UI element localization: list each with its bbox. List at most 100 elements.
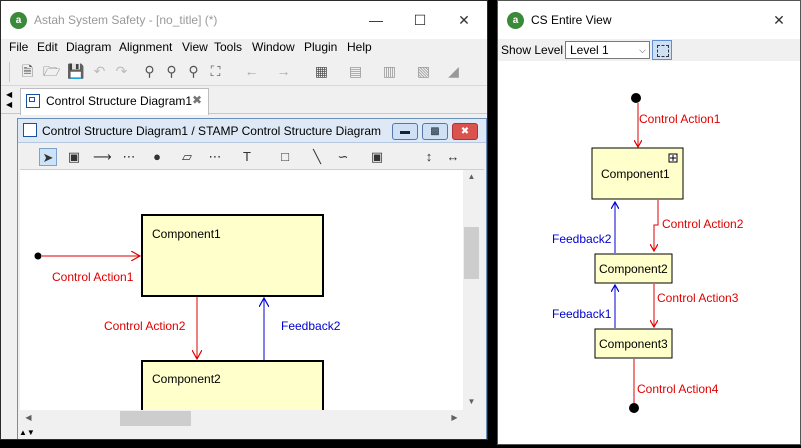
- expand-arrows-icon[interactable]: ▲▼: [19, 428, 35, 437]
- menubar: File Edit Diagram Alignment View Tools W…: [1, 39, 487, 58]
- feedback2-label: Feedback2: [281, 319, 341, 333]
- curve-tool-icon[interactable]: ∽: [337, 149, 349, 164]
- inner-titlebar[interactable]: Control Structure Diagram1 / STAMP Contr…: [18, 119, 486, 143]
- sub-window-title: CS Entire View: [531, 13, 612, 27]
- zoom-out-icon[interactable]: ⚲: [188, 63, 199, 79]
- component2-label: Component2: [152, 372, 221, 386]
- diagram-canvas[interactable]: Control Action1 Component1 Control Actio…: [20, 170, 463, 410]
- fit-icon[interactable]: ⛶: [210, 63, 221, 79]
- control-action2-line[interactable]: [654, 200, 659, 251]
- control-action2-label: Control Action2: [104, 319, 186, 333]
- inner-minimize-icon[interactable]: ▬: [392, 123, 418, 140]
- new-file-icon[interactable]: 🗎: [21, 63, 34, 79]
- tab-close-icon[interactable]: ✖: [192, 93, 203, 107]
- component3-box[interactable]: [594, 328, 673, 359]
- menu-tools[interactable]: Tools: [214, 40, 243, 54]
- zoom-icon[interactable]: ⚲: [144, 63, 155, 79]
- main-toolbar: 🗎 🗁 💾 ↶ ↷ ⚲ ⚲ ⚲ ⛶ ← → ▦ ▤ ▥ ▧ ◢: [1, 58, 487, 86]
- menu-view[interactable]: View: [182, 40, 208, 54]
- feedback-tool-icon[interactable]: ⋯: [122, 149, 136, 164]
- redo-icon[interactable]: ↷: [115, 63, 128, 79]
- fill-color-icon[interactable]: ◢: [448, 63, 459, 79]
- sub-titlebar[interactable]: a CS Entire View ✕: [498, 1, 800, 39]
- save-icon[interactable]: 💾: [67, 63, 85, 79]
- cs-entire-view-window: a CS Entire View ✕ Show Level : Level 1 …: [497, 0, 801, 445]
- scroll-down-icon[interactable]: ▼: [467, 397, 476, 406]
- control-action1-label: Control Action1: [52, 270, 134, 284]
- note-tool-icon[interactable]: ▱: [182, 149, 192, 164]
- align-icon[interactable]: ▤: [348, 63, 363, 79]
- close-icon[interactable]: ✕: [773, 12, 785, 28]
- diagram-internal-frame: Control Structure Diagram1 / STAMP Contr…: [17, 118, 487, 439]
- scroll-left-icon[interactable]: ◀: [25, 413, 32, 422]
- fit-view-icon[interactable]: [652, 40, 672, 60]
- component1-label: Component1: [601, 167, 670, 181]
- menu-edit[interactable]: Edit: [37, 40, 58, 54]
- undo-icon[interactable]: ↶: [93, 63, 106, 79]
- main-window-title: Astah System Safety - [no_title] (*): [34, 13, 218, 27]
- main-diagram-svg: Control Action1 Component1 Control Actio…: [34, 214, 341, 410]
- show-level-value: Level 1: [570, 43, 609, 57]
- app-logo-icon: a: [507, 12, 524, 29]
- diagram-palette: ➤ ▣ ⟶ ⋯ ● ▱ ⋯ T □ ╲ ∽ ▣ ↕ ↔: [20, 144, 484, 170]
- menu-file[interactable]: File: [9, 40, 29, 54]
- horizontal-space-icon[interactable]: ↔: [446, 149, 460, 164]
- inner-close-icon[interactable]: ✖: [452, 123, 478, 140]
- toolbar-grip: [9, 62, 10, 82]
- main-titlebar[interactable]: a Astah System Safety - [no_title] (*) —…: [1, 1, 487, 39]
- component3-label: Component3: [599, 337, 668, 351]
- vertical-scroll-thumb[interactable]: [464, 227, 479, 279]
- component2-box[interactable]: [141, 360, 324, 410]
- line-tool-icon[interactable]: ╲: [313, 149, 321, 164]
- diagram-icon: [23, 123, 37, 137]
- show-level-bar: Show Level : Level 1 ⌵: [498, 39, 800, 61]
- feedback2-label: Feedback2: [552, 232, 612, 246]
- collapse-arrows-icon[interactable]: ◀◀: [6, 90, 13, 109]
- text-tool-icon[interactable]: T: [243, 149, 251, 164]
- maximize-icon[interactable]: ☐: [413, 12, 427, 28]
- component2-label: Component2: [599, 262, 668, 276]
- menu-diagram[interactable]: Diagram: [66, 40, 112, 54]
- horizontal-scrollbar[interactable]: ◀ ▶: [20, 410, 463, 427]
- arrange-icon[interactable]: ▧: [416, 63, 431, 79]
- forward-icon[interactable]: →: [276, 63, 291, 79]
- control-action2-label: Control Action2: [662, 217, 744, 231]
- control-action-tool-icon[interactable]: ⟶: [93, 149, 112, 164]
- start-point[interactable]: [34, 252, 42, 260]
- image-tool-icon[interactable]: ▣: [370, 149, 384, 164]
- grid-icon[interactable]: ▦: [314, 63, 329, 79]
- horizontal-scroll-thumb[interactable]: [120, 411, 191, 426]
- back-icon[interactable]: ←: [244, 63, 259, 79]
- control-action1-label: Control Action1: [639, 112, 721, 126]
- component-tool-icon[interactable]: ▣: [67, 149, 81, 164]
- component2-box[interactable]: [594, 253, 673, 284]
- main-window: a Astah System Safety - [no_title] (*) —…: [0, 0, 488, 440]
- vertical-scrollbar[interactable]: ▲ ▼: [463, 170, 480, 410]
- end-point[interactable]: [629, 403, 639, 413]
- scroll-right-icon[interactable]: ▶: [451, 413, 458, 422]
- distribute-icon[interactable]: ▥: [382, 63, 397, 79]
- start-point[interactable]: [631, 93, 641, 103]
- open-folder-icon[interactable]: 🗁: [43, 63, 61, 79]
- point-tool-icon[interactable]: ●: [153, 149, 161, 164]
- select-tool-icon[interactable]: ➤: [39, 148, 57, 166]
- tab-label: Control Structure Diagram1: [46, 94, 193, 108]
- menu-alignment[interactable]: Alignment: [119, 40, 173, 54]
- vertical-space-icon[interactable]: ↕: [425, 149, 433, 164]
- inner-restore-icon[interactable]: ▩: [422, 123, 448, 140]
- menu-plugin[interactable]: Plugin: [304, 40, 338, 54]
- scroll-up-icon[interactable]: ▲: [467, 172, 476, 181]
- show-level-select[interactable]: Level 1 ⌵: [565, 41, 650, 59]
- link-tool-icon[interactable]: ⋯: [208, 149, 222, 164]
- diagram-icon: [26, 94, 40, 108]
- rectangle-tool-icon[interactable]: □: [281, 149, 289, 164]
- zoom-in-icon[interactable]: ⚲: [166, 63, 177, 79]
- component1-box[interactable]: [141, 214, 324, 297]
- control-action3-label: Control Action3: [657, 291, 739, 305]
- tab-control-structure-diagram1[interactable]: Control Structure Diagram1 ✖: [20, 88, 209, 115]
- close-icon[interactable]: ✕: [458, 12, 470, 28]
- component1-box[interactable]: [591, 147, 684, 200]
- menu-help[interactable]: Help: [347, 40, 372, 54]
- menu-window[interactable]: Window: [252, 40, 295, 54]
- minimize-icon[interactable]: —: [369, 12, 383, 28]
